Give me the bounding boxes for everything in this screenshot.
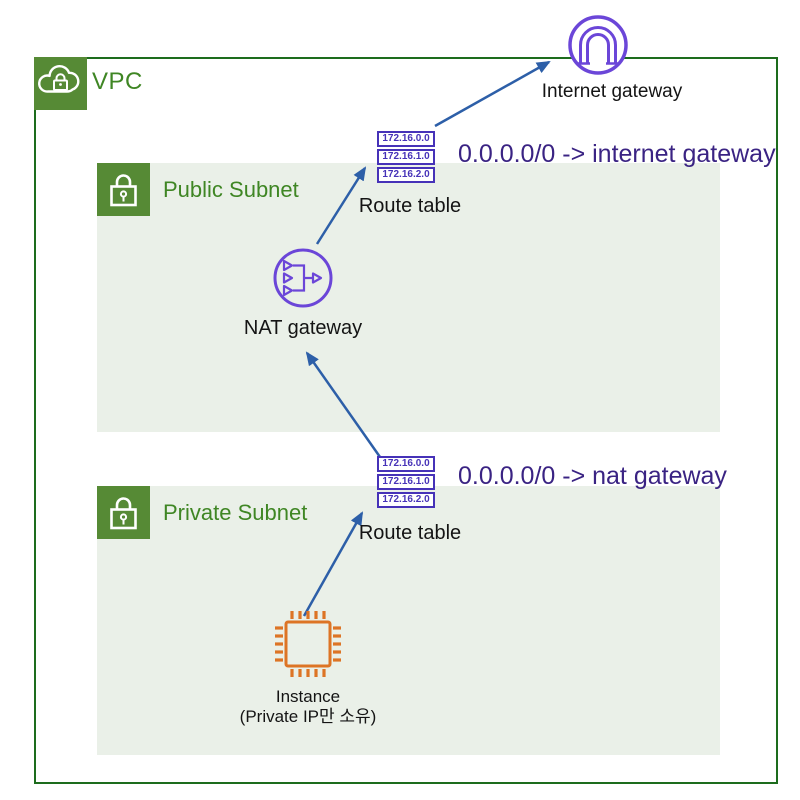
route-entry: 172.16.0.0 [377,456,435,472]
public-route-table: 172.16.0.0 172.16.1.0 172.16.2.0 [377,131,435,185]
route-entry: 172.16.1.0 [377,474,435,490]
route-entry: 172.16.2.0 [377,167,435,183]
instance-title: Instance [275,687,341,706]
nat-gateway-label: NAT gateway [243,317,363,339]
public-route-annotation: 0.0.0.0/0 -> internet gateway [458,140,776,168]
private-route-table-label: Route table [358,522,462,544]
public-subnet-region [97,163,720,432]
instance-subtitle: (Private IP만 소유) [239,706,377,726]
vpc-icon [34,57,87,110]
route-entry: 172.16.0.0 [377,131,435,147]
route-entry: 172.16.2.0 [377,492,435,508]
private-route-table: 172.16.0.0 172.16.1.0 172.16.2.0 [377,456,435,510]
instance-icon [275,611,341,677]
private-subnet-region [97,486,720,755]
instance-label: Instance (Private IP만 소유) [208,687,408,726]
internet-gateway-icon [568,15,628,75]
public-route-table-label: Route table [358,195,462,217]
route-entry: 172.16.1.0 [377,149,435,165]
vpc-label: VPC [92,68,143,95]
private-route-annotation: 0.0.0.0/0 -> nat gateway [458,462,727,490]
public-subnet-lock-icon [97,163,150,216]
nat-gateway-icon [273,248,333,308]
private-subnet-lock-icon [97,486,150,539]
internet-gateway-label: Internet gateway [541,81,683,102]
vpc-boundary [34,57,778,784]
private-subnet-label: Private Subnet [163,500,308,525]
public-subnet-label: Public Subnet [163,177,299,202]
